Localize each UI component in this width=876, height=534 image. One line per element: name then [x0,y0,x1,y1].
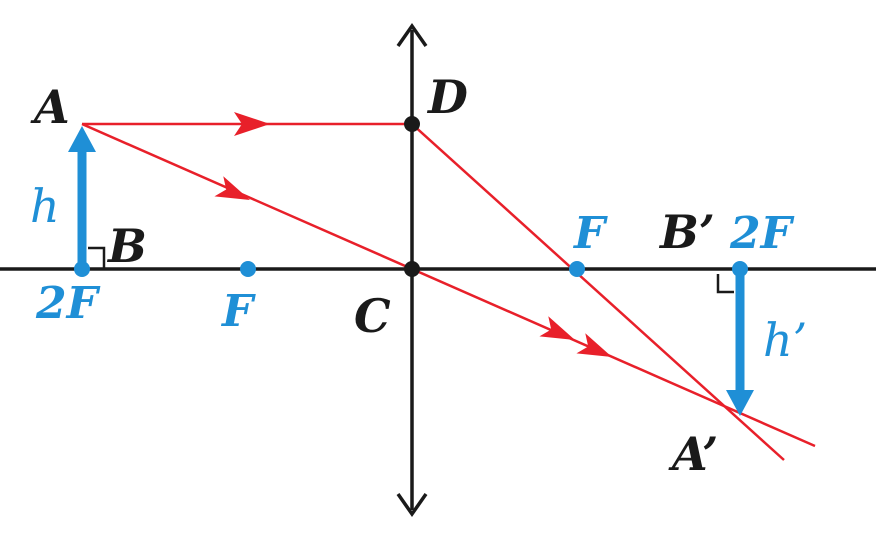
light-rays [81,122,816,461]
right-angle-marker-b-image [716,274,734,294]
label-two-f-right: 2F [729,208,795,259]
ray-through-center [81,122,816,448]
ray-arrow-3 [539,316,575,340]
point-b-2f-dot [74,261,90,277]
lens-bottom-arrowhead [396,492,428,518]
focus-right-dot [569,261,585,277]
label-focus-left: F [220,286,256,337]
lens-top-arrowhead [396,22,428,48]
optical-center-dot [404,261,420,277]
label-d: D [426,70,468,124]
ray-arrow-2 [214,176,250,200]
label-c: C [354,289,391,343]
object-arrow [68,126,96,269]
label-focus-right: F [572,208,608,259]
label-a-image: A’ [668,427,718,481]
label-a: A [30,80,70,134]
image-arrow [726,269,754,416]
label-object-height: h [30,179,60,233]
ray-direction-arrows [214,112,612,357]
label-image-height: h’ [763,313,807,367]
point-d-dot [404,116,420,132]
label-b-image: B’ [658,205,715,259]
label-two-f-left: 2F [35,278,101,329]
focus-left-dot [240,261,256,277]
right-angle-marker-b [88,246,106,269]
ray-arrow-1 [234,112,270,136]
label-b: B [106,219,147,273]
ray-arrow-4 [576,333,612,357]
point-b-image-2f-dot [732,261,748,277]
